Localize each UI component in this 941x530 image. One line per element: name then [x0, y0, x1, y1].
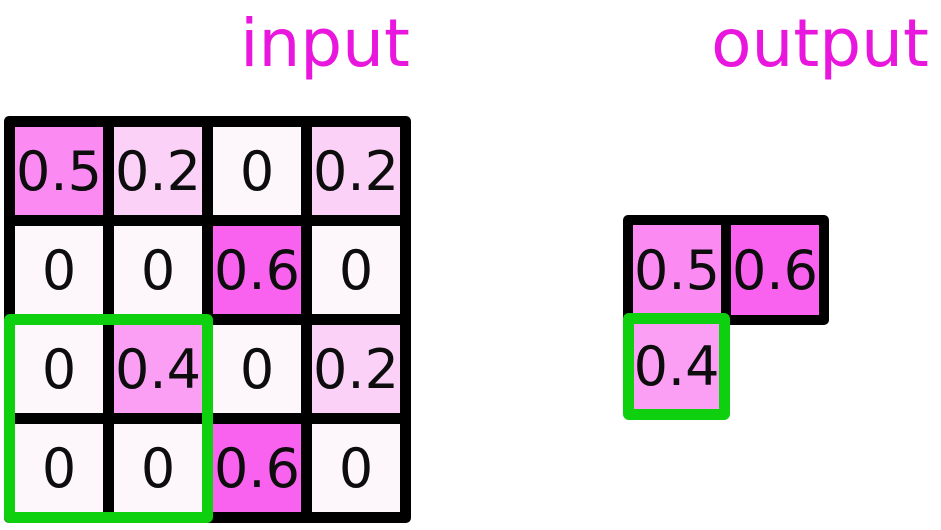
output-cell: 0.6	[731, 225, 819, 315]
input-cell: 0	[213, 325, 301, 413]
input-cell: 0.4	[114, 325, 202, 413]
input-cell: 0	[312, 226, 400, 314]
input-cell: 0	[114, 424, 202, 512]
input-cell: 0.5	[15, 127, 103, 215]
output-cell: 0.5	[633, 225, 721, 315]
input-cell: 0.2	[114, 127, 202, 215]
output-title: output	[711, 5, 929, 82]
input-cell: 0	[15, 424, 103, 512]
output-highlighted-cell: 0.4	[623, 313, 730, 420]
input-cell: 0	[15, 325, 103, 413]
input-cell: 0.6	[213, 226, 301, 314]
input-cell: 0.2	[312, 127, 400, 215]
input-cell: 0.2	[312, 325, 400, 413]
input-cell: 0.6	[213, 424, 301, 512]
input-title: input	[240, 5, 410, 82]
input-cell: 0	[15, 226, 103, 314]
input-cell: 0	[213, 127, 301, 215]
input-cell: 0	[114, 226, 202, 314]
input-cell: 0	[312, 424, 400, 512]
